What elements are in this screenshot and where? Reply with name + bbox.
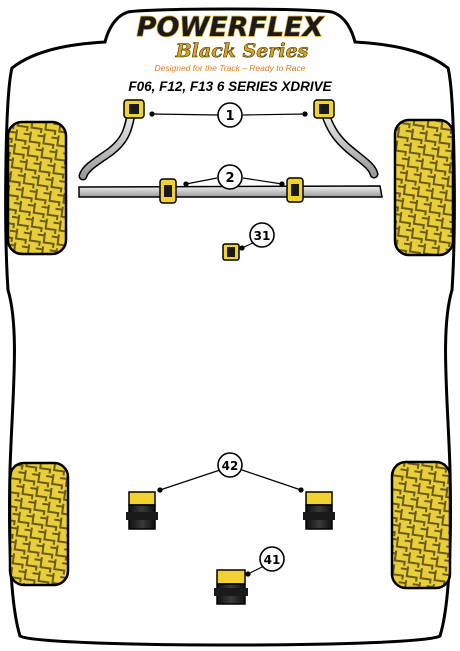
rear-right-tyre	[390, 460, 452, 590]
callout-41: 41	[259, 546, 285, 572]
lower-arm-bush-left	[159, 178, 177, 204]
callout-1: 1	[217, 102, 243, 128]
brand-name: POWERFLEX	[137, 12, 325, 43]
callout-41-label: 41	[264, 553, 281, 567]
front-left-tyre	[6, 120, 68, 256]
callout-42-label: 42	[222, 459, 239, 473]
car-body-outline	[4, 7, 456, 647]
anti-roll-bar-bush-left	[123, 99, 145, 119]
lower-arm-bush-right	[286, 177, 304, 203]
callout-42: 42	[217, 452, 243, 478]
rear-bush-42-left	[126, 491, 158, 530]
leader-lines	[149, 111, 308, 577]
rear-bush-42-right	[303, 491, 335, 530]
rear-bush-41	[214, 569, 248, 605]
brand-series: Black Series	[175, 40, 309, 62]
model-title: F06, F12, F13 6 SERIES XDRIVE	[128, 79, 332, 94]
callout-31-label: 31	[254, 229, 271, 243]
callout-1-label: 1	[225, 109, 234, 124]
powerflex-logo: POWERFLEX Black Series Designed for the …	[136, 11, 325, 73]
anti-roll-bar-bush-right	[313, 99, 335, 119]
callout-2-label: 2	[225, 171, 234, 186]
callout-31: 31	[249, 222, 275, 248]
bush-31	[222, 243, 240, 261]
callout-2: 2	[217, 164, 243, 190]
front-anti-roll-bar	[78, 105, 379, 181]
front-right-tyre	[393, 118, 455, 257]
brand-tagline: Designed for the Track – Ready to Race	[154, 63, 305, 73]
rear-left-tyre	[8, 461, 70, 587]
